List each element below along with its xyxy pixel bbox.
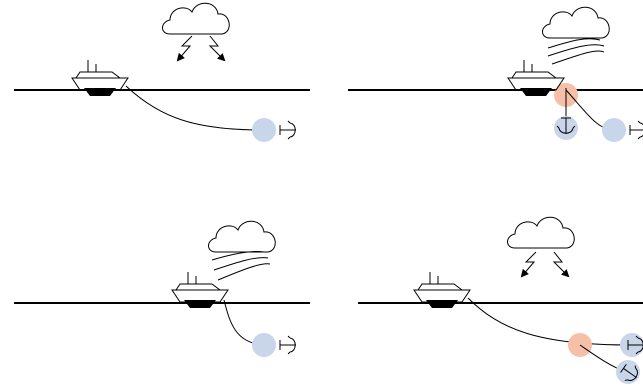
- anchor-line: [468, 298, 630, 345]
- lightning-icon: [178, 36, 192, 60]
- panel-top-left: [14, 3, 310, 142]
- anchor-icon: [280, 121, 296, 139]
- cloud-icon: [543, 7, 610, 38]
- anchor-line: [126, 86, 262, 130]
- lightning-icon: [522, 252, 536, 276]
- cloud-icon: [163, 3, 230, 34]
- anchor-icon: [630, 121, 643, 139]
- panel-top-right: [348, 7, 643, 142]
- anchor-circle: [252, 118, 276, 142]
- panel-bottom-right: [358, 217, 643, 385]
- anchor-circle: [602, 118, 626, 142]
- panel-bottom-left: [14, 221, 310, 357]
- cloud-icon: [508, 217, 575, 248]
- lightning-icon: [210, 36, 224, 60]
- anchor-circle: [252, 333, 276, 357]
- lightning-icon: [554, 252, 568, 276]
- anchor-icon: [280, 336, 296, 354]
- wind-icon: [212, 251, 270, 280]
- wind-icon: [548, 39, 604, 64]
- cloud-icon: [209, 221, 276, 252]
